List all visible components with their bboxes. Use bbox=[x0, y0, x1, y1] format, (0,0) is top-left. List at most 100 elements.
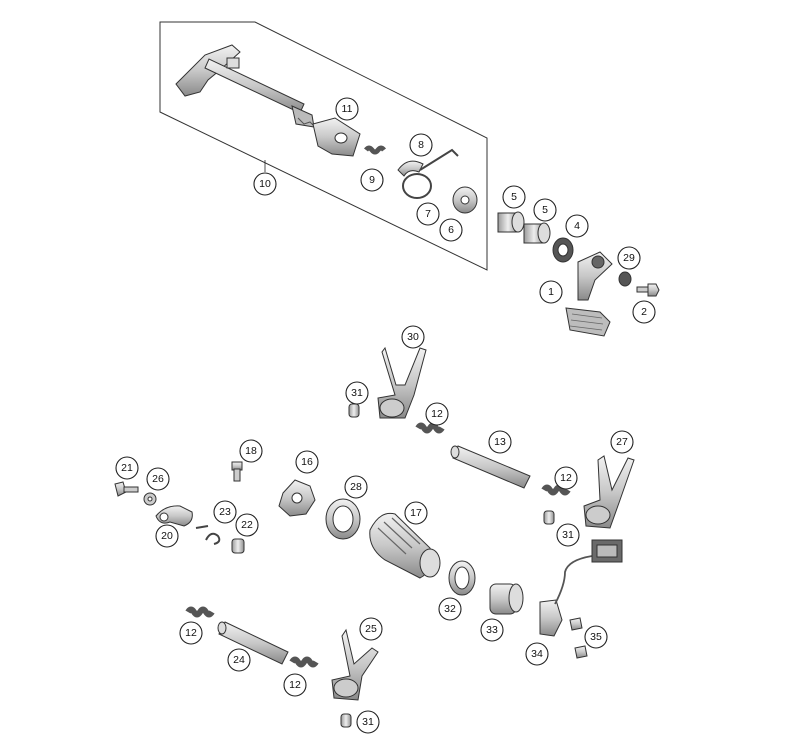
spring-12b-part bbox=[541, 484, 571, 496]
callout-10: 10 bbox=[253, 172, 277, 196]
bushing-5b-part bbox=[523, 222, 551, 244]
svg-text:10: 10 bbox=[259, 178, 271, 190]
svg-text:11: 11 bbox=[342, 103, 353, 115]
svg-text:1: 1 bbox=[548, 286, 554, 298]
callout-12b: 12 bbox=[554, 466, 578, 490]
pin-31c-part bbox=[340, 713, 352, 728]
callout-12d: 12 bbox=[283, 673, 307, 697]
shift-shaft-part bbox=[175, 44, 315, 128]
callout-20: 20 bbox=[155, 524, 179, 548]
spring-9-part bbox=[364, 145, 386, 155]
washer-26-part bbox=[143, 492, 157, 506]
callout-7: 7 bbox=[416, 202, 440, 226]
pin-31a-part bbox=[348, 403, 360, 418]
svg-text:8: 8 bbox=[418, 139, 424, 151]
callout-35: 35 bbox=[584, 625, 608, 649]
callout-33: 33 bbox=[480, 618, 504, 642]
callout-6: 6 bbox=[439, 218, 463, 242]
callout-layer: 10 11 8 9 7 6 5 5 4 29 1 2 30 31 12 13 2… bbox=[115, 97, 656, 734]
svg-text:17: 17 bbox=[410, 507, 422, 519]
callout-5b: 5 bbox=[533, 198, 557, 222]
svg-text:28: 28 bbox=[350, 481, 362, 493]
svg-text:2: 2 bbox=[641, 306, 647, 318]
svg-text:12: 12 bbox=[185, 627, 197, 639]
svg-text:16: 16 bbox=[301, 456, 313, 468]
sleeve-22-part bbox=[231, 538, 245, 554]
svg-text:23: 23 bbox=[219, 506, 231, 518]
callout-2: 2 bbox=[632, 300, 656, 324]
svg-text:31: 31 bbox=[562, 529, 574, 541]
screw-18-part bbox=[231, 461, 243, 482]
screw-2-part bbox=[636, 283, 660, 297]
svg-text:29: 29 bbox=[623, 252, 635, 264]
spring-12a-part bbox=[415, 422, 445, 434]
screw-35-part bbox=[569, 617, 588, 659]
callout-32: 32 bbox=[438, 597, 462, 621]
sensor-housing-33-part bbox=[489, 583, 524, 615]
svg-text:33: 33 bbox=[486, 624, 498, 636]
svg-text:21: 21 bbox=[121, 462, 133, 474]
svg-text:30: 30 bbox=[407, 331, 419, 343]
rod-24-part bbox=[217, 621, 289, 665]
spring-12c-part bbox=[185, 606, 215, 618]
shift-fork-27-part bbox=[583, 455, 635, 529]
shift-star-16-part bbox=[278, 479, 316, 517]
callout-8: 8 bbox=[409, 133, 433, 157]
washer-6-part bbox=[452, 186, 478, 214]
callout-31c: 31 bbox=[356, 710, 380, 734]
callout-24: 24 bbox=[227, 648, 251, 672]
callout-18: 18 bbox=[239, 439, 263, 463]
shift-drum-17-part bbox=[369, 512, 441, 579]
svg-text:35: 35 bbox=[590, 631, 602, 643]
spring-23-part bbox=[195, 525, 221, 545]
svg-text:4: 4 bbox=[574, 220, 580, 232]
locking-lever-20-part bbox=[155, 505, 193, 527]
callout-4: 4 bbox=[565, 214, 589, 238]
callout-17: 17 bbox=[404, 501, 428, 525]
pin-31b-part bbox=[543, 510, 555, 525]
callout-12c: 12 bbox=[179, 621, 203, 645]
callout-25: 25 bbox=[359, 617, 383, 641]
svg-text:26: 26 bbox=[152, 473, 164, 485]
callout-12a: 12 bbox=[425, 402, 449, 426]
callout-30: 30 bbox=[401, 325, 425, 349]
svg-text:6: 6 bbox=[448, 224, 454, 236]
svg-text:5: 5 bbox=[542, 204, 548, 216]
svg-text:12: 12 bbox=[431, 408, 443, 420]
bushing-5a-part bbox=[497, 211, 525, 233]
svg-text:32: 32 bbox=[444, 603, 456, 615]
callout-16: 16 bbox=[295, 450, 319, 474]
callout-34: 34 bbox=[525, 642, 549, 666]
svg-text:18: 18 bbox=[245, 445, 257, 457]
bearing-32-part bbox=[448, 560, 476, 596]
callout-23: 23 bbox=[213, 500, 237, 524]
washer-29-part bbox=[618, 271, 632, 287]
svg-text:20: 20 bbox=[161, 530, 173, 542]
shift-fork-30-part bbox=[377, 346, 427, 419]
svg-text:9: 9 bbox=[369, 174, 375, 186]
bearing-28-part bbox=[325, 498, 361, 540]
svg-text:25: 25 bbox=[365, 623, 377, 635]
callout-13: 13 bbox=[488, 430, 512, 454]
svg-text:34: 34 bbox=[531, 648, 543, 660]
callout-5a: 5 bbox=[502, 185, 526, 209]
callout-31a: 31 bbox=[345, 381, 369, 405]
svg-text:13: 13 bbox=[494, 436, 506, 448]
callout-28: 28 bbox=[344, 475, 368, 499]
svg-text:31: 31 bbox=[351, 387, 363, 399]
screw-21-part bbox=[114, 481, 139, 497]
gear-position-sensor-34-part bbox=[539, 539, 623, 637]
svg-text:5: 5 bbox=[511, 191, 517, 203]
svg-text:22: 22 bbox=[241, 519, 253, 531]
svg-text:24: 24 bbox=[233, 654, 245, 666]
callout-9: 9 bbox=[360, 168, 384, 192]
svg-text:31: 31 bbox=[362, 716, 374, 728]
shift-plate-part bbox=[312, 117, 361, 157]
shift-shaft-assembly-frame bbox=[159, 21, 488, 271]
callout-22: 22 bbox=[235, 513, 259, 537]
shift-lever-part bbox=[565, 251, 613, 337]
spring-12d-part bbox=[289, 656, 319, 668]
torsion-spring-7-part bbox=[402, 148, 459, 199]
callout-21: 21 bbox=[115, 456, 139, 480]
